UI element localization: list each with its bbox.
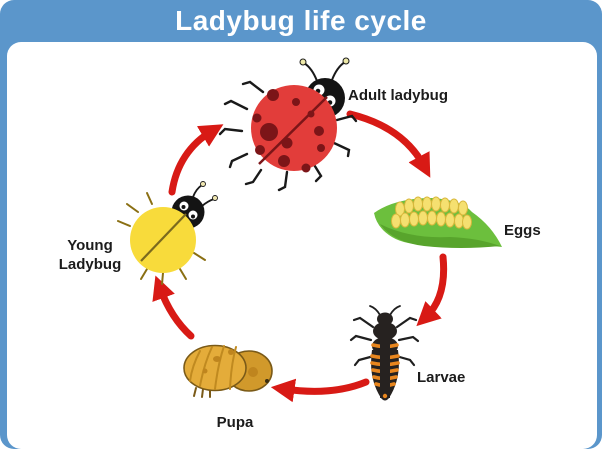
adult-ladybug-illustration: [218, 57, 358, 192]
label-young-line1: Young: [67, 237, 113, 254]
young-ladybug-illustration: [117, 181, 218, 285]
pupa-illustration: [183, 344, 273, 398]
adult-legs: [218, 80, 358, 192]
young-legs: [117, 192, 206, 285]
arrow-pupa-to-young: [152, 275, 195, 340]
adult-wing-divider: [258, 96, 328, 165]
pupa-segment-lines: [189, 345, 237, 390]
young-eyes: [179, 201, 198, 220]
larva-center-band: [380, 342, 390, 398]
egg-cluster: [391, 196, 472, 230]
larva-illustration: [349, 305, 420, 401]
arrow-young-to-adult: [168, 124, 224, 196]
title-bar: Ladybug life cycle: [0, 0, 602, 42]
label-eggs: Eggs: [504, 222, 541, 239]
larva-tail-dot: [382, 393, 388, 399]
young-wing-divider: [140, 213, 187, 262]
label-young-line2: Ladybug: [58, 256, 122, 273]
page-title: Ladybug life cycle: [175, 5, 427, 36]
pupa-eye-dot: [265, 379, 269, 383]
label-young-ladybug: Young Ladybug: [43, 236, 137, 274]
label-pupa: Pupa: [216, 414, 254, 431]
adult-antennae: [299, 57, 350, 82]
larva-legs: [349, 316, 420, 367]
young-antennae: [192, 181, 218, 207]
pupa-spots: [202, 349, 258, 377]
eggs-illustration: [374, 196, 502, 248]
arrow-eggs-to-larvae: [416, 253, 448, 327]
label-larvae: Larvae: [417, 369, 466, 386]
larva-antennae: [369, 305, 401, 316]
label-adult-ladybug: Adult ladybug: [348, 87, 448, 104]
adult-spots: [252, 89, 325, 173]
leaf-fold: [380, 224, 500, 248]
arrow-larvae-to-pupa: [270, 378, 370, 403]
young-body: [130, 207, 196, 273]
arrow-adult-to-eggs: [346, 110, 431, 178]
